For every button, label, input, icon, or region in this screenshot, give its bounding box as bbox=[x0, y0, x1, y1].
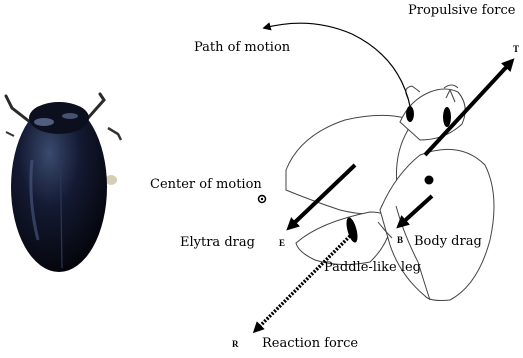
center-of-motion-dot bbox=[261, 198, 263, 200]
beetle-front-leg-left bbox=[6, 96, 30, 122]
label-paddle-like-leg: Paddle-like leg bbox=[324, 260, 421, 275]
path-of-motion-arc bbox=[264, 23, 412, 118]
right-leg-marker bbox=[443, 107, 451, 127]
label-elytra-drag: Elytra drag bbox=[180, 235, 255, 250]
left-leg-marker bbox=[406, 106, 414, 122]
beetle-highlight bbox=[34, 118, 54, 126]
label-reaction-force: Reaction force bbox=[262, 336, 358, 351]
body-center-point bbox=[425, 176, 434, 185]
right-elytron-outline bbox=[380, 149, 494, 300]
beetle-head bbox=[29, 102, 89, 134]
point-label-t: T bbox=[513, 44, 519, 54]
left-elytron-outline bbox=[296, 212, 392, 265]
head-outline bbox=[444, 85, 458, 88]
label-center-of-motion: Center of motion bbox=[150, 177, 262, 192]
beetle-highlight bbox=[62, 113, 78, 119]
beetle-front-leg-right bbox=[88, 94, 104, 118]
label-propulsive-force: Propulsive force bbox=[408, 3, 516, 18]
beetle-photo bbox=[6, 94, 121, 272]
point-label-b: B bbox=[397, 235, 403, 245]
beetle-mid-leg-right bbox=[108, 128, 121, 140]
point-label-e: E bbox=[279, 238, 285, 248]
label-path-of-motion: Path of motion bbox=[194, 40, 291, 55]
beetle-mid-leg-left bbox=[6, 132, 14, 136]
label-body-drag: Body drag bbox=[414, 234, 482, 249]
point-label-r: R bbox=[232, 339, 239, 349]
